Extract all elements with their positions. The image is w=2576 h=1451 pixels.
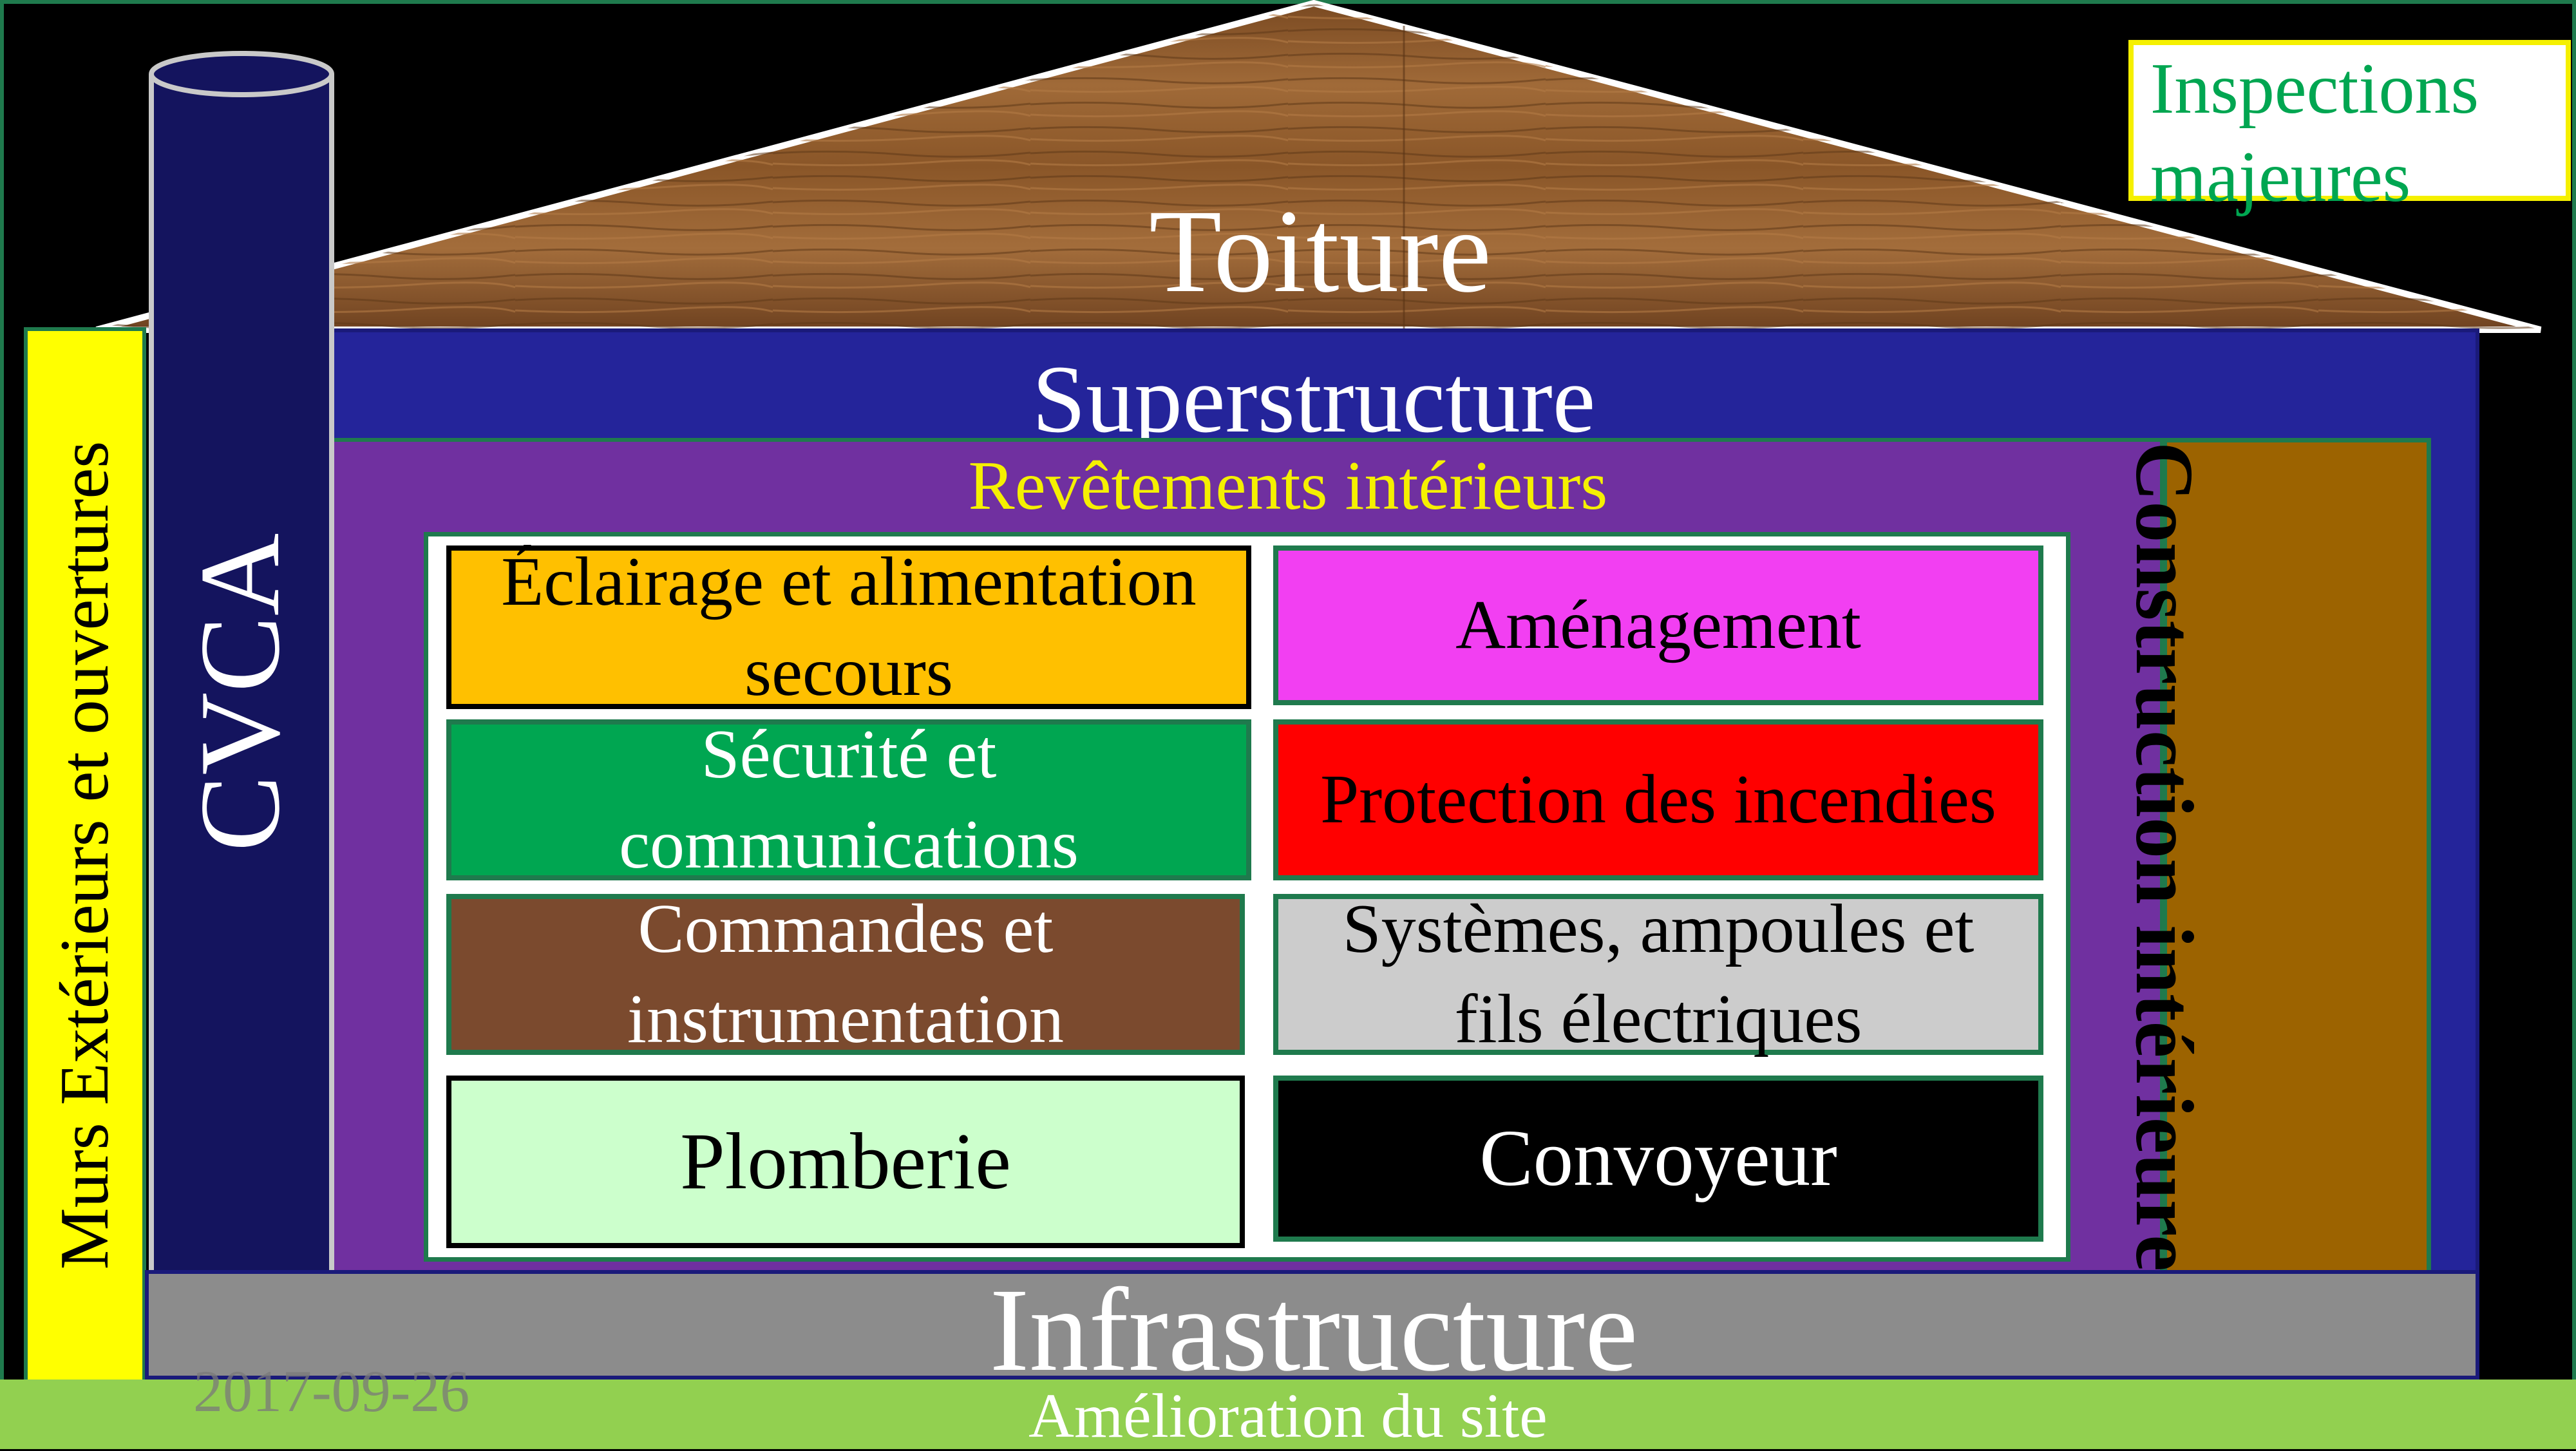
site-block [0,1380,2576,1449]
incendie-box: Protection des incendies [1273,719,2043,880]
convoyeur-box: Convoyeur [1273,1076,2043,1242]
cvca-pipe [149,74,330,1278]
commandes-box: Commandes et instrumentation [446,891,1245,1057]
murs-label: Murs Extérieurs et ouvertures [46,441,123,1270]
cvca-label: CVCA [176,533,303,852]
amenagement-box: Aménagement [1273,545,2043,705]
date-label: 2017-09-26 [193,1358,470,1424]
eclairage-box: Éclairage et alimentation secours [446,544,1251,710]
infrastructure-label: Infrastructure [989,1264,1638,1396]
construction-label: Construction intérieure [2118,441,2210,1272]
infrastructure-block [145,1270,2479,1380]
plomberie-box: Plomberie [446,1076,1245,1248]
murs-block [24,327,146,1383]
revetements-label: Revêtements intérieurs [968,448,1608,524]
systemes-box: Systèmes, ampoules et fils électriques [1273,891,2043,1057]
roof-shape [95,0,2542,333]
construction-block [2163,438,2431,1275]
roof-label: Toiture [1149,185,1492,318]
superstructure-label: Superstructure [1032,346,1596,453]
securite-box: Sécurité et communications [446,716,1251,883]
inspections-badge: Inspections majeures [2128,40,2571,217]
site-label: Amélioration du site [1028,1381,1548,1451]
